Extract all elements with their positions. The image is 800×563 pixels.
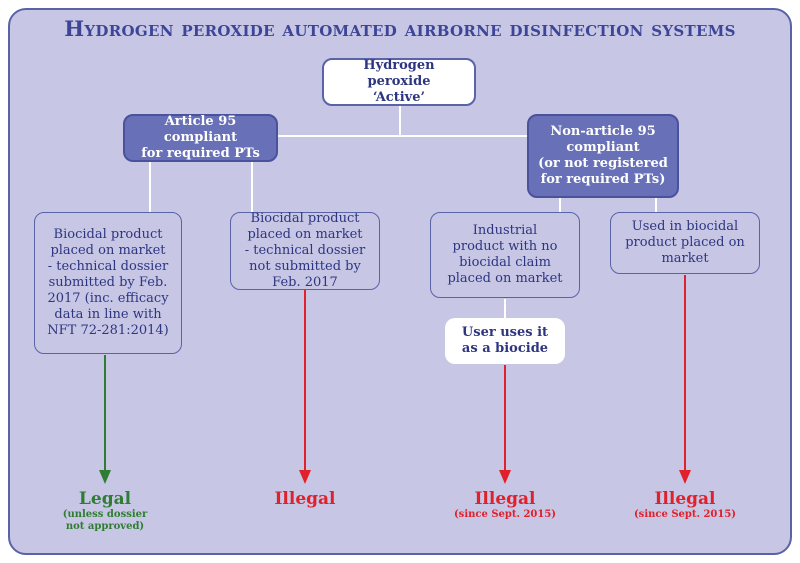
outcome-illegal-3: Illegal (since Sept. 2015) bbox=[615, 489, 755, 521]
leaf-2-line: placed on market bbox=[247, 227, 363, 242]
outcome-label: Legal bbox=[78, 489, 132, 509]
arrow-illegal-1 bbox=[299, 290, 311, 484]
leaf-2-line: - technical dossier bbox=[244, 243, 366, 258]
leaf-2-line: Biocidal product bbox=[250, 211, 360, 226]
outcome-note: (since Sept. 2015) bbox=[453, 509, 557, 520]
branch-left-line-1: Article 95 compliant bbox=[163, 114, 238, 145]
outcome-note: not approved) bbox=[65, 521, 145, 532]
leaf-1-line: 2017 (inc. efficacy bbox=[47, 291, 169, 306]
branch-left-line-2: for required PTs bbox=[141, 146, 260, 161]
branch-article-95-compliant: Article 95 compliant for required PTs bbox=[123, 114, 278, 162]
outcome-note: (unless dossier bbox=[62, 509, 148, 520]
leaf-3-line: biocidal claim bbox=[459, 255, 551, 270]
outcome-legal: Legal (unless dossier not approved) bbox=[45, 489, 165, 533]
root-line-1: Hydrogen peroxide bbox=[363, 58, 435, 89]
root-line-2: ‘Active’ bbox=[372, 90, 426, 105]
user-line-1: User uses it bbox=[461, 325, 549, 340]
leaf-dossier-submitted: Biocidal product placed on market - tech… bbox=[34, 212, 182, 354]
leaf-1-line: NFT 72-281:2014) bbox=[47, 323, 169, 338]
leaf-1-line: placed on market bbox=[50, 243, 166, 258]
branch-right-line-3: (or not registered bbox=[538, 156, 668, 171]
leaf-4-line: product placed on bbox=[625, 235, 745, 250]
leaf-2-line: Feb. 2017 bbox=[272, 275, 338, 290]
leaf-1-line: Biocidal product bbox=[53, 227, 163, 242]
branch-right-line-2: compliant bbox=[566, 140, 640, 155]
leaf-1-line: - technical dossier bbox=[47, 259, 169, 274]
arrow-illegal-2 bbox=[499, 365, 511, 484]
branch-right-line-4: for required PTs) bbox=[540, 172, 666, 187]
leaf-2-line: not submitted by bbox=[249, 259, 361, 274]
leaf-1-line: data in line with bbox=[54, 307, 162, 322]
leaf-industrial-product: Industrial product with no biocidal clai… bbox=[430, 212, 580, 298]
user-uses-as-biocide: User uses it as a biocide bbox=[445, 318, 565, 364]
outcome-note: (since Sept. 2015) bbox=[633, 509, 737, 520]
leaf-dossier-not-submitted: Biocidal product placed on market - tech… bbox=[230, 211, 380, 290]
leaf-4-line: market bbox=[661, 251, 709, 266]
leaf-1-line: submitted by Feb. bbox=[48, 275, 168, 290]
leaf-4-line: Used in biocidal bbox=[631, 219, 739, 234]
arrow-illegal-3 bbox=[679, 275, 691, 484]
user-line-2: as a biocide bbox=[461, 341, 549, 356]
leaf-3-line: placed on market bbox=[447, 271, 563, 286]
leaf-3-line: product with no bbox=[452, 239, 558, 254]
root-node-hydrogen-peroxide: Hydrogen peroxide ‘Active’ bbox=[322, 58, 476, 106]
leaf-3-line: Industrial bbox=[472, 223, 538, 238]
arrow-legal bbox=[99, 355, 111, 484]
branch-non-article-95: Non-article 95 compliant (or not registe… bbox=[527, 114, 679, 198]
outcome-illegal-2: Illegal (since Sept. 2015) bbox=[435, 489, 575, 521]
diagram-title: Hydrogen peroxide automated airborne dis… bbox=[64, 16, 736, 41]
outcome-illegal-1: Illegal bbox=[245, 489, 365, 509]
leaf-used-in-biocidal-product: Used in biocidal product placed on marke… bbox=[610, 212, 760, 274]
outcome-label: Illegal bbox=[654, 489, 716, 509]
outcome-label: Illegal bbox=[274, 489, 336, 509]
branch-right-line-1: Non-article 95 bbox=[550, 124, 656, 139]
outcome-label: Illegal bbox=[474, 489, 536, 509]
